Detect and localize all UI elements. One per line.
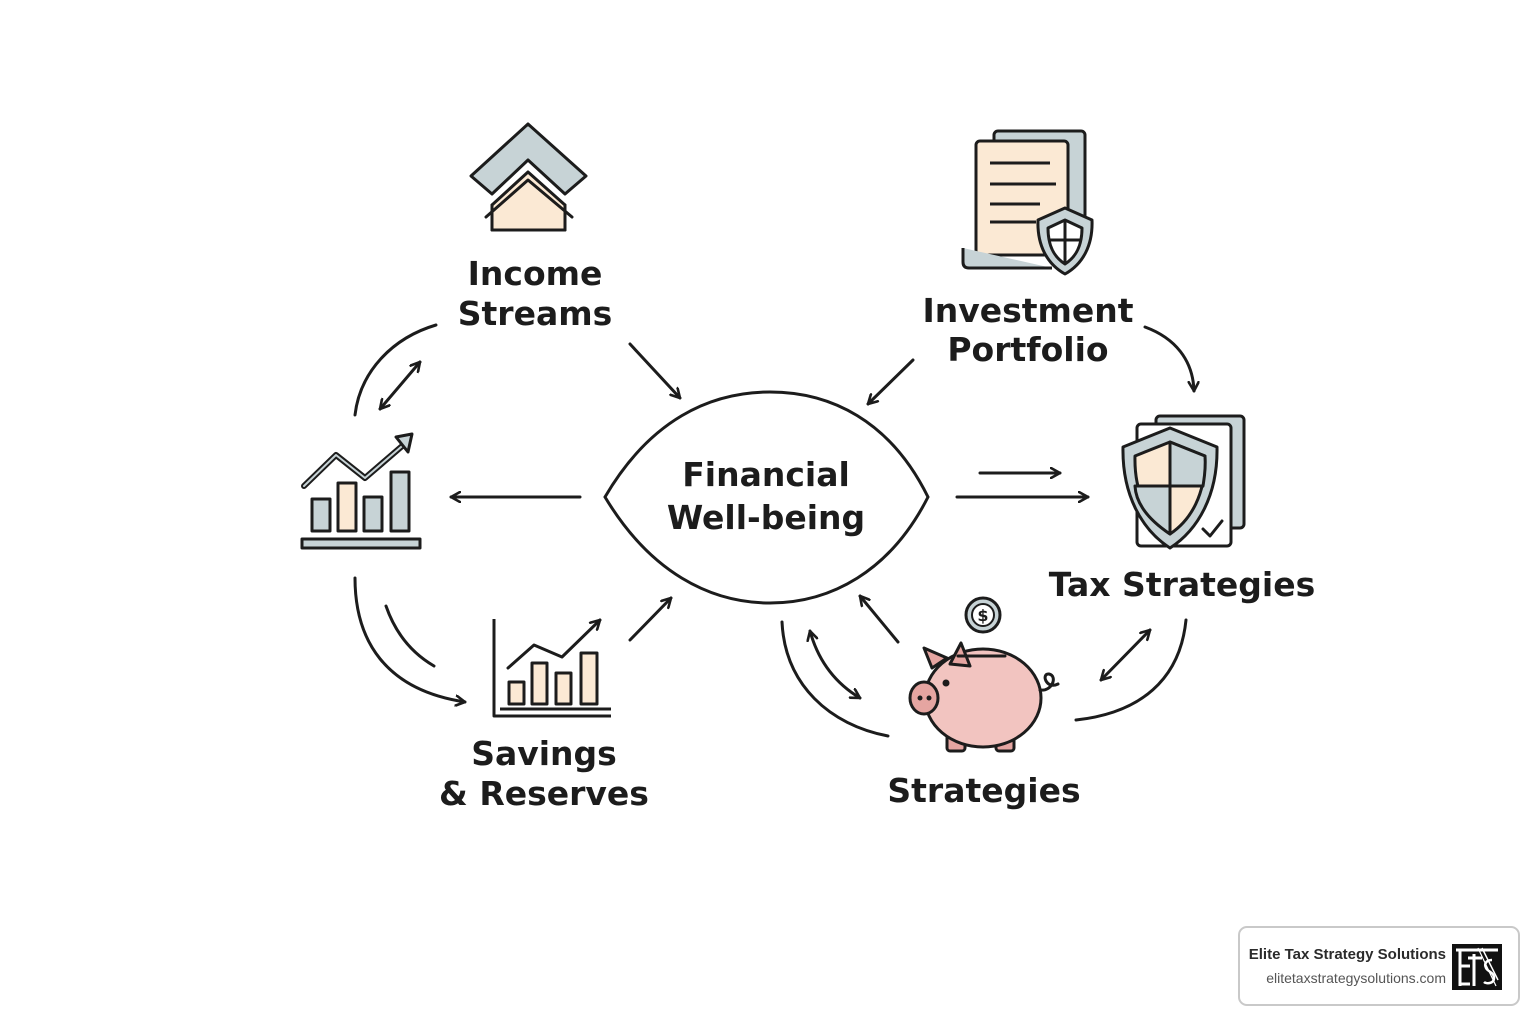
bar-chart-icon xyxy=(492,618,611,718)
brand-badge[interactable]: Elite Tax Strategy Solutions elitetaxstr… xyxy=(1238,926,1520,1006)
income-label-line2: Streams xyxy=(457,294,613,333)
node-income-streams-label: Income Streams xyxy=(425,254,645,334)
tax-label-line1: Tax Strategies xyxy=(1048,565,1316,604)
arrow-investment-to-center xyxy=(866,358,915,406)
node-savings-reserves-label: Savings & Reserves xyxy=(430,734,658,814)
up-arrows-icon xyxy=(469,122,588,232)
bar-chart-growth-icon xyxy=(300,432,422,550)
brand-logo-icon xyxy=(1452,944,1502,990)
center-node-label: Financial Well-being xyxy=(646,453,886,539)
node-strategies-label: Strategies xyxy=(874,771,1094,811)
dollar-coin-icon: $ xyxy=(964,596,1002,634)
arc-strategies-tax xyxy=(1074,618,1188,722)
income-label-line1: Income xyxy=(467,254,603,293)
savings-label-line2: & Reserves xyxy=(439,774,649,813)
node-investment-portfolio-label: Investment Portfolio xyxy=(908,291,1148,369)
arc-income-growth xyxy=(353,323,438,417)
center-label-line1: Financial xyxy=(682,455,850,494)
investment-label-line1: Investment xyxy=(922,291,1134,330)
piggy-bank-icon xyxy=(908,641,1060,753)
center-node-shape xyxy=(603,390,930,605)
center-label-line2: Well-being xyxy=(666,498,866,537)
document-shield-icon xyxy=(961,129,1094,276)
arrow-savings-to-center xyxy=(628,596,673,642)
shield-document-icon xyxy=(1121,414,1246,550)
brand-name: Elite Tax Strategy Solutions xyxy=(1248,946,1446,963)
arrow-income-growth-double xyxy=(378,360,422,411)
arrow-investment-to-tax xyxy=(1143,325,1194,393)
strategies-label-line1: Strategies xyxy=(887,771,1081,810)
savings-label-line1: Savings xyxy=(471,734,617,773)
arrow-strategies-tax-double xyxy=(1099,628,1152,682)
brand-url[interactable]: elitetaxstrategysolutions.com xyxy=(1266,970,1446,986)
arrow-income-to-center xyxy=(628,342,682,400)
arc-growth-savings-inner xyxy=(384,604,436,668)
arc-growth-savings-outer xyxy=(353,576,467,702)
node-tax-strategies-label: Tax Strategies xyxy=(1042,565,1322,605)
coin-dollar-sign: $ xyxy=(977,606,988,625)
investment-label-line2: Portfolio xyxy=(947,330,1109,369)
arrow-strategies-double-left xyxy=(810,629,862,700)
arrow-strategies-to-center xyxy=(858,594,900,644)
